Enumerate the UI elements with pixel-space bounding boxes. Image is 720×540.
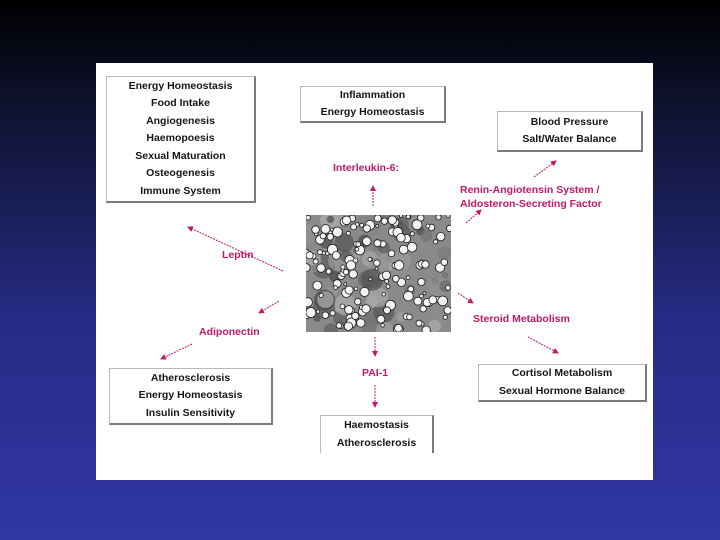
box-line: Energy Homeostasis [320,106,425,118]
box-line: Atherosclerosis [150,371,231,384]
box-line: Atherosclerosis [336,436,417,449]
arrow-adiponectin-low [160,343,193,360]
label-raas-line2: Aldosteron-Secreting Factor [460,198,602,210]
box-line: Insulin Sensitivity [145,406,236,419]
adipocyte-micrograph [306,215,451,332]
arrow-layer [160,160,559,408]
arrow-steroid-low [527,336,559,354]
steroid-effects-box: Cortisol Metabolism Sexual Hormone Balan… [478,364,647,402]
box-line: Food Intake [151,97,210,110]
leptin-effects-box: Energy Homeostasis Food Intake Angiogene… [106,76,256,203]
box-line: Energy Homeostasis [128,80,233,93]
raas-effects-box: Blood Pressure Salt/Water Balance [497,111,643,152]
box-line: Haemostasis [344,419,409,432]
label-steroid-metabolism: Steroid Metabolism [473,313,570,325]
box-line: Angiogenesis [146,114,215,127]
label-leptin: Leptin [222,249,254,261]
label-adiponectin: Adiponectin [199,326,260,338]
arrow-leptin [187,226,284,272]
box-line: Blood Pressure [530,115,609,128]
box-line: Immune System [140,184,221,197]
box-line: Sexual Maturation [135,149,226,162]
box-line: Inflammation [339,88,406,101]
slide-panel: Energy Homeostasis Food Intake Angiogene… [96,63,653,480]
adiponectin-effects-box: Atherosclerosis Energy Homeostasis Insul… [109,368,273,425]
arrow-raas-top [533,160,557,178]
box-line: Sexual Hormone Balance [498,384,626,397]
box-line: Haemopoesis [146,132,215,145]
box-line: Cortisol Metabolism [511,367,613,380]
arrow-adiponectin [258,300,280,314]
label-raas-line1: Renin-Angiotensin System / [460,184,600,196]
il6-effects-box: Inflammation Energy Homeostasis [300,86,446,123]
box-line: Osteogenesis [146,167,215,180]
label-interleukin-6: Interleukin-6: [333,162,399,174]
box-line: Energy Homeostasis [138,389,243,402]
arrow-steroid [457,292,474,304]
pai1-effects-box: Haemostasis Atherosclerosis [320,415,434,453]
arrow-raas [465,209,482,224]
box-line: Salt/Water Balance [522,133,617,145]
label-pai-1: PAI-1 [362,367,389,379]
